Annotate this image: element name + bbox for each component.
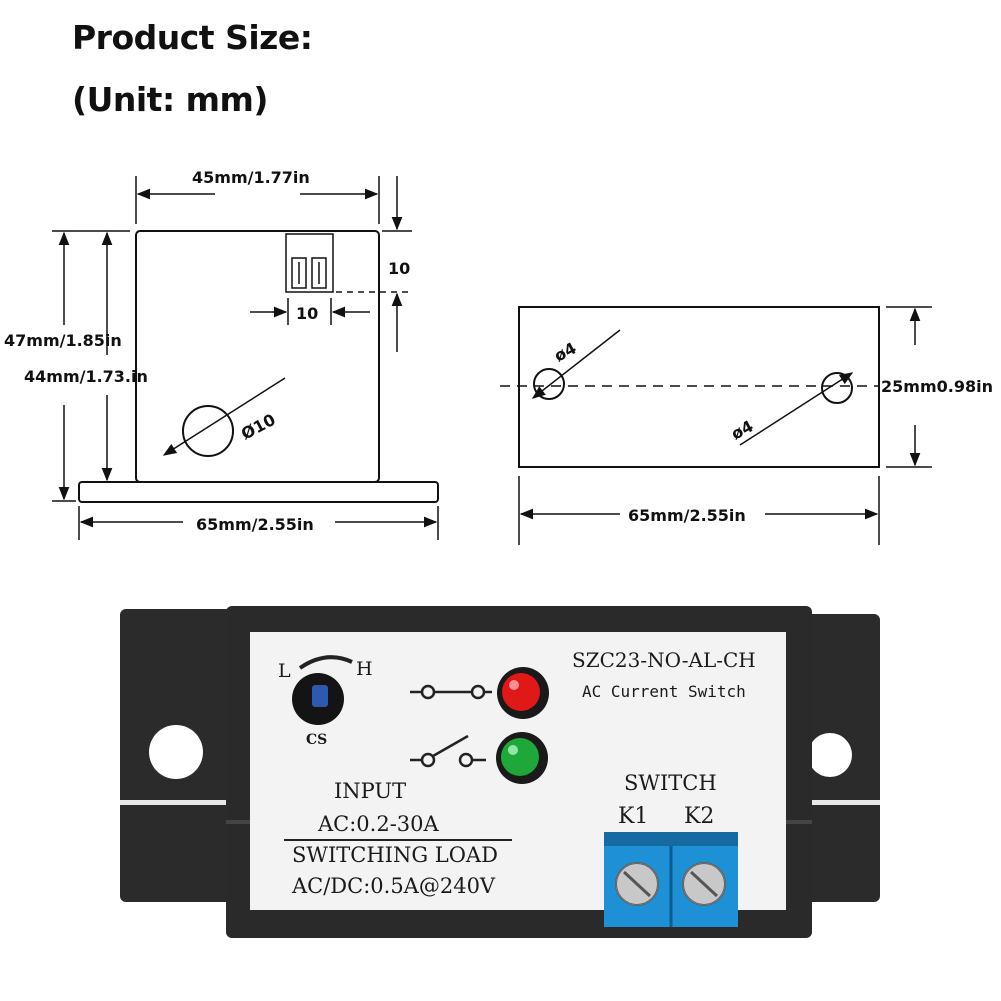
top-view <box>500 306 932 545</box>
k1-label: K1 <box>618 804 648 829</box>
left-mount-hole <box>149 725 203 779</box>
load-rating: AC/DC:0.5A@240V <box>291 874 496 898</box>
dim-base-width: 65mm/2.55in <box>196 515 314 534</box>
top-hole-left <box>533 368 565 400</box>
switch-title: SWITCH <box>624 771 717 795</box>
device-illustration: L H CS SZC23-NO-AL-CH AC Current Switch <box>120 606 880 938</box>
device-subtitle: AC Current Switch <box>582 682 746 701</box>
k2-label: K2 <box>684 804 714 829</box>
dim-terminal-height: 10 <box>388 259 410 278</box>
dim-top-width: 45mm/1.77in <box>192 168 310 187</box>
top-plate-outline <box>518 306 880 468</box>
dim-total-height: 47mm/1.85in <box>4 331 122 350</box>
right-mount-hole <box>808 733 852 777</box>
front-hole <box>182 405 234 457</box>
pot-high-label: H <box>356 658 373 680</box>
device-model: SZC23-NO-AL-CH <box>572 648 756 672</box>
dim-hole-diameter: Ø10 <box>238 410 279 444</box>
page-title: Product Size: <box>72 18 313 57</box>
dim-top-width: 65mm/2.55in <box>628 506 746 525</box>
front-view <box>52 176 439 540</box>
switch-symbol-open <box>410 684 492 700</box>
dim-hole-right: ø4 <box>728 416 756 443</box>
dim-hole-left: ø4 <box>551 338 579 365</box>
terminal-screw-k1 <box>615 862 659 906</box>
unit-note: (Unit: mm) <box>72 80 269 119</box>
dim-body-height: 44mm/1.73.in <box>24 367 148 386</box>
pot-label: CS <box>306 732 327 748</box>
green-led <box>501 738 539 776</box>
dim-depth: 25mm0.98in <box>881 377 993 396</box>
load-title: SWITCHING LOAD <box>292 843 498 867</box>
front-body-outline <box>135 230 380 483</box>
switch-symbol-closed <box>410 734 486 768</box>
dim-terminal-width: 10 <box>296 304 318 323</box>
front-base-plate <box>78 481 439 503</box>
input-range: AC:0.2-30A <box>317 812 440 836</box>
terminal-screw-k2 <box>682 862 726 906</box>
pot-low-label: L <box>278 660 291 682</box>
input-title: INPUT <box>334 779 406 803</box>
terminal-block-drawing <box>285 233 334 293</box>
top-hole-right <box>821 372 853 404</box>
red-led <box>502 673 540 711</box>
